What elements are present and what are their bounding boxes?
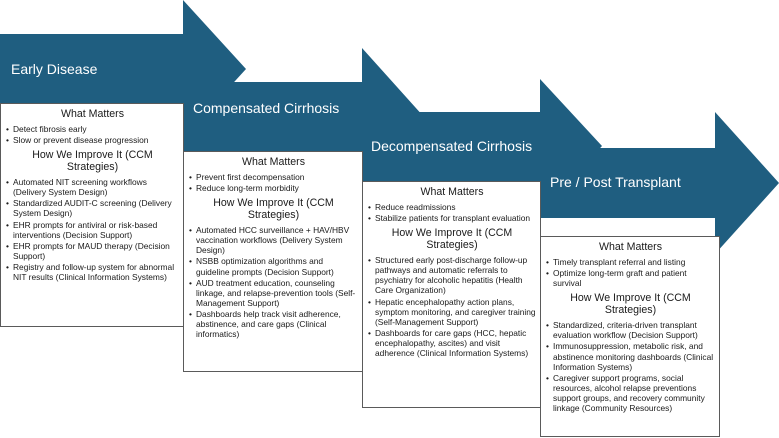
- stage-card-pre-post-transplant: What Matters Timely transplant referral …: [540, 236, 720, 437]
- improve-heading: How We Improve It (CCM Strategies): [32, 149, 153, 174]
- stage-title-compensated-cirrhosis: Compensated Cirrhosis: [193, 100, 340, 116]
- what-matters-item: Reduce long-term morbidity: [189, 183, 358, 193]
- stage-title-decompensated-cirrhosis: Decompensated Cirrhosis: [371, 138, 533, 154]
- strategy-list: Structured early post-discharge follow-u…: [368, 255, 536, 358]
- stage-title-pre-post-transplant: Pre / Post Transplant: [550, 174, 681, 190]
- strategy-item: Caregiver support programs, social resou…: [546, 373, 715, 413]
- what-matters-heading: What Matters: [61, 108, 124, 120]
- stage-card-compensated-cirrhosis: What Matters Prevent first decompensatio…: [183, 151, 363, 372]
- strategy-item: Structured early post-discharge follow-u…: [368, 255, 536, 295]
- strategy-item: Hepatic encephalopathy action plans, sym…: [368, 297, 536, 327]
- improve-heading: How We Improve It (CCM Strategies): [391, 227, 513, 252]
- what-matters-list: Detect fibrosis early Slow or prevent di…: [6, 124, 179, 145]
- what-matters-item: Reduce readmissions: [368, 202, 536, 212]
- strategy-item: Automated HCC surveillance + HAV/HBV vac…: [189, 225, 358, 255]
- improve-heading: How We Improve It (CCM Strategies): [213, 197, 334, 222]
- strategy-item: AUD treatment education, counseling link…: [189, 278, 358, 308]
- strategy-item: Dashboards help track visit adherence, a…: [189, 309, 358, 339]
- strategy-item: Automated NIT screening workflows (Deliv…: [6, 177, 179, 197]
- stage-arrow-pre-post-transplant: [540, 112, 779, 254]
- what-matters-list: Reduce readmissions Stabilize patients f…: [368, 202, 536, 223]
- what-matters-item: Stabilize patients for transplant evalua…: [368, 213, 536, 223]
- what-matters-list: Prevent first decompensation Reduce long…: [189, 172, 358, 193]
- improve-heading: How We Improve It (CCM Strategies): [570, 292, 691, 317]
- strategy-list: Automated NIT screening workflows (Deliv…: [6, 177, 179, 282]
- what-matters-item: Timely transplant referral and listing: [546, 257, 715, 267]
- what-matters-list: Timely transplant referral and listing O…: [546, 257, 715, 288]
- strategy-item: NSBB optimization algorithms and guideli…: [189, 256, 358, 276]
- strategy-item: Registry and follow-up system for abnorm…: [6, 262, 179, 282]
- stage-card-early-disease: What Matters Detect fibrosis early Slow …: [0, 103, 184, 327]
- strategy-list: Standardized, criteria-driven transplant…: [546, 320, 715, 413]
- what-matters-heading: What Matters: [420, 186, 484, 198]
- stage-card-decompensated-cirrhosis: What Matters Reduce readmissions Stabili…: [362, 181, 541, 408]
- stage-title-early-disease: Early Disease: [11, 61, 98, 77]
- strategy-item: Immunosuppression, metabolic risk, and a…: [546, 341, 715, 371]
- strategy-item: Standardized AUDIT-C screening (Delivery…: [6, 198, 179, 218]
- what-matters-heading: What Matters: [599, 241, 662, 253]
- strategy-item: EHR prompts for antiviral or risk-based …: [6, 220, 179, 240]
- what-matters-item: Slow or prevent disease progression: [6, 135, 179, 145]
- strategy-item: Dashboards for care gaps (HCC, hepatic e…: [368, 328, 536, 358]
- strategy-list: Automated HCC surveillance + HAV/HBV vac…: [189, 225, 358, 339]
- what-matters-item: Prevent first decompensation: [189, 172, 358, 182]
- strategy-item: Standardized, criteria-driven transplant…: [546, 320, 715, 340]
- what-matters-heading: What Matters: [242, 156, 305, 168]
- what-matters-item: Optimize long-term graft and patient sur…: [546, 268, 715, 288]
- strategy-item: EHR prompts for MAUD therapy (Decision S…: [6, 241, 179, 261]
- what-matters-item: Detect fibrosis early: [6, 124, 179, 134]
